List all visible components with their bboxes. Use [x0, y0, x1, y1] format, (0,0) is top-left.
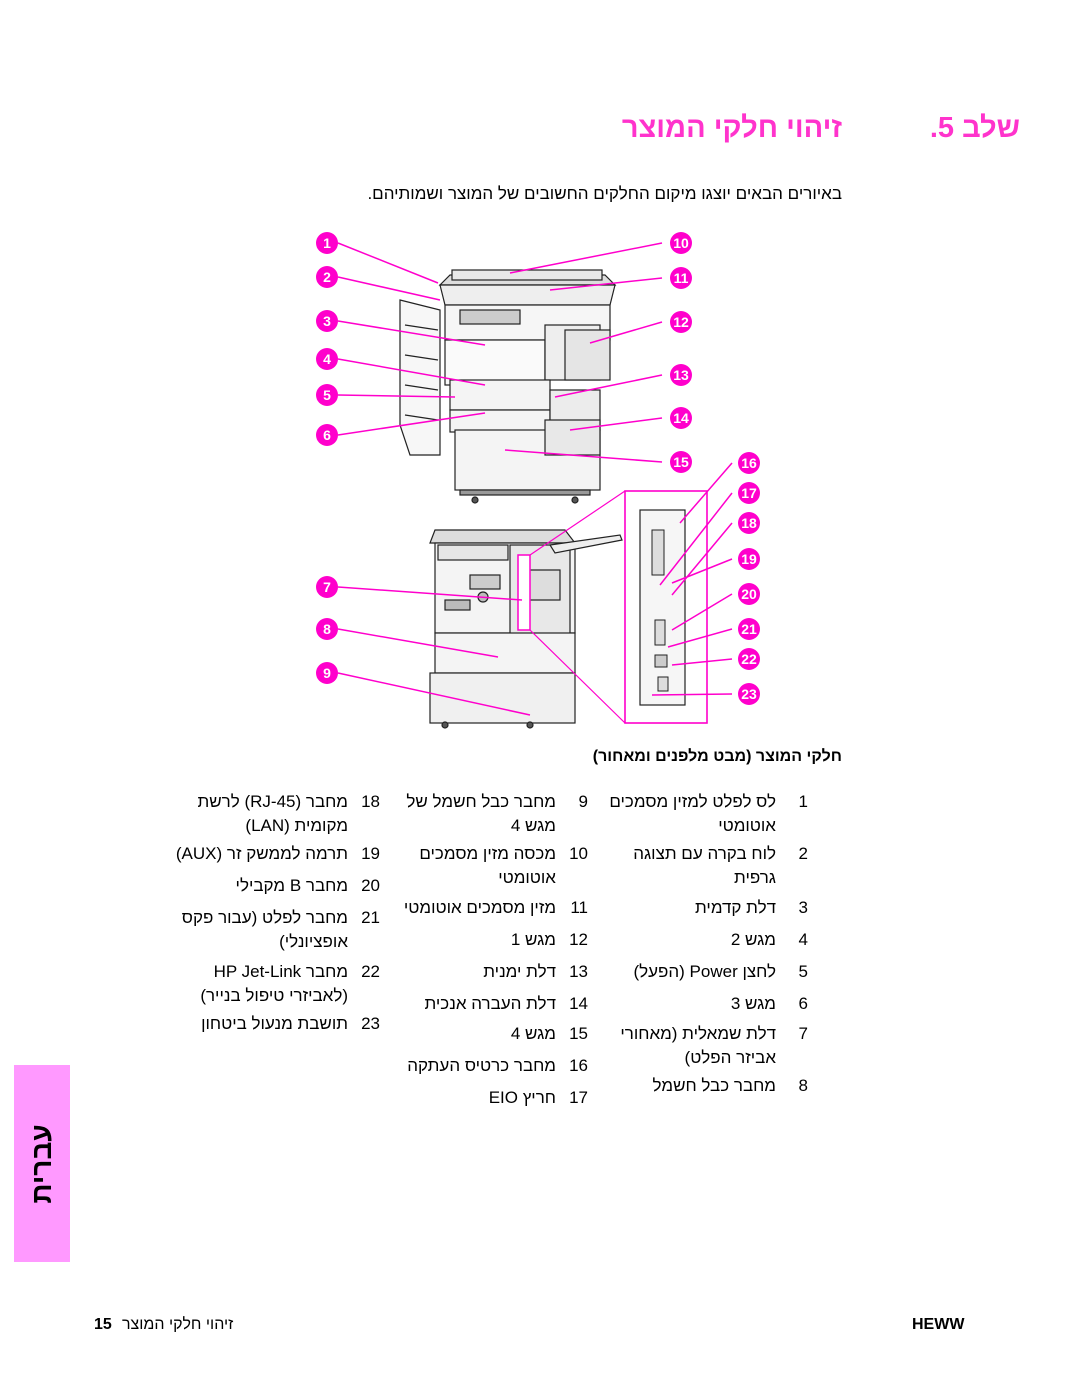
callout-14-circle [670, 407, 692, 429]
callout-7-label: 7 [323, 579, 331, 595]
callout-15-label: 15 [673, 454, 689, 470]
callout-8-circle [316, 618, 338, 640]
callout-5-circle [316, 384, 338, 406]
callout-15-circle [670, 451, 692, 473]
footer-doc-code: HEWW [912, 1316, 965, 1333]
callout-19-label: 19 [741, 551, 757, 567]
callout-9-label: 9 [323, 665, 331, 681]
callout-16-label: 16 [741, 455, 757, 471]
rear-panel-zoom [529, 490, 708, 724]
callout-18-circle [738, 512, 760, 534]
callout-17-circle [738, 482, 760, 504]
callout-20-label: 20 [741, 586, 757, 602]
printer-front-view [399, 269, 617, 504]
leader-lines [337, 242, 733, 716]
callout-9-circle [316, 662, 338, 684]
callout-8-label: 8 [323, 621, 331, 637]
callout-23-circle [738, 683, 760, 705]
callout-11-label: 11 [674, 270, 689, 286]
callout-13-circle [670, 364, 692, 386]
callout-1-label: 1 [323, 235, 331, 251]
callout-11-circle [670, 267, 692, 289]
callout-4-circle [316, 348, 338, 370]
callout-5-label: 5 [323, 387, 331, 403]
callout-2-circle [316, 266, 338, 288]
callout-14-label: 14 [673, 410, 689, 426]
callout-6-label: 6 [323, 427, 331, 443]
callout-22-label: 22 [741, 651, 757, 667]
callout-16-circle [738, 452, 760, 474]
callout-23-label: 23 [741, 686, 757, 702]
section-title: חלקי המוצר (מבט מלפנים ומאחור) [592, 748, 842, 765]
callout-22-circle [738, 648, 760, 670]
callout-7-circle [316, 576, 338, 598]
callout-10-label: 10 [673, 235, 689, 251]
callout-1-circle [316, 232, 338, 254]
printer-back-view [429, 529, 623, 729]
callout-21-label: 21 [741, 621, 757, 637]
callout-3-circle [316, 310, 338, 332]
callout-6-circle [316, 424, 338, 446]
callout-3-label: 3 [323, 313, 331, 329]
callout-10-circle [670, 232, 692, 254]
callout-21-circle [738, 618, 760, 640]
footer-section-label: זיהוי חלקי המוצר [122, 1316, 234, 1333]
callout-17-label: 17 [741, 485, 757, 501]
callout-4-label: 4 [323, 351, 331, 367]
language-tab-label: עברית [26, 1123, 57, 1204]
callout-20-circle [738, 583, 760, 605]
chapter-number: שלב 5. [929, 112, 1020, 144]
callout-13-label: 13 [673, 367, 689, 383]
callout-2-label: 2 [323, 269, 331, 285]
callout-19-circle [738, 548, 760, 570]
callout-12-label: 12 [673, 314, 689, 330]
intro-text: באיורים הבאים יוצגו מיקום החלקים החשובים… [367, 184, 842, 203]
callout-12-circle [670, 311, 692, 333]
callout-18-label: 18 [741, 515, 757, 531]
footer-page-number: 15 [94, 1316, 112, 1333]
page-title: זיהוי חלקי המוצר [621, 112, 842, 144]
language-tab: עברית [14, 1065, 70, 1262]
